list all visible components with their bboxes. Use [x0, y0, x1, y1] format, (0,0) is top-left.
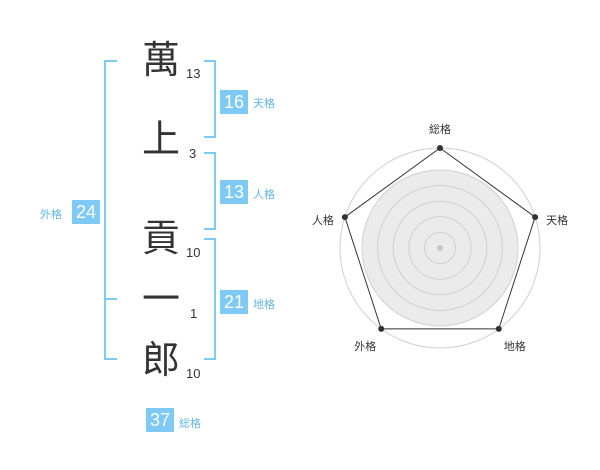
name-char-5: 郎 [141, 338, 180, 382]
radar-point-3 [495, 325, 502, 332]
stroke-count-2: 3 [189, 146, 197, 161]
name-char-1: 萬 [141, 38, 180, 82]
gaikaku-value-badge: 24 [72, 200, 100, 224]
jinkaku-label: 人格 [253, 188, 275, 201]
chikaku-value-badge: 21 [220, 290, 248, 314]
radar-ring-2 [408, 216, 472, 280]
name-char-2: 上 [141, 117, 180, 161]
radar-point-5 [341, 214, 348, 221]
radar-axis-label-3: 地格 [504, 339, 526, 353]
chikaku-label: 地格 [253, 298, 275, 311]
radar-axis-label-1: 総格 [429, 122, 451, 136]
gaikaku-label: 外格 [40, 208, 62, 221]
radar-ring-1 [423, 231, 457, 265]
name-char-4: 一 [141, 277, 180, 321]
soukaku-label: 総格 [179, 417, 201, 430]
radar-ring-4 [377, 185, 503, 311]
radar-series-polygon [344, 147, 536, 330]
tenkaku-label: 天格 [253, 97, 275, 110]
jinkaku-value-badge: 13 [220, 180, 248, 204]
stroke-count-5: 10 [186, 366, 201, 381]
name-char-3: 貢 [141, 216, 180, 260]
radar-axis-label-4: 外格 [354, 339, 376, 353]
tenkaku-value-badge: 16 [220, 90, 248, 114]
soukaku-value-badge: 37 [146, 408, 174, 432]
radar-ring-3 [392, 200, 488, 296]
radar-axis-label-5: 人格 [312, 213, 334, 227]
stroke-count-3: 10 [186, 245, 201, 260]
radar-center-dot [437, 245, 443, 251]
radar-point-2 [532, 214, 539, 221]
radar-axis-label-2: 天格 [546, 213, 568, 227]
radar-point-1 [437, 145, 443, 151]
radar-point-4 [378, 325, 385, 332]
stroke-count-1: 13 [186, 66, 201, 81]
stroke-count-4: 1 [190, 306, 198, 321]
